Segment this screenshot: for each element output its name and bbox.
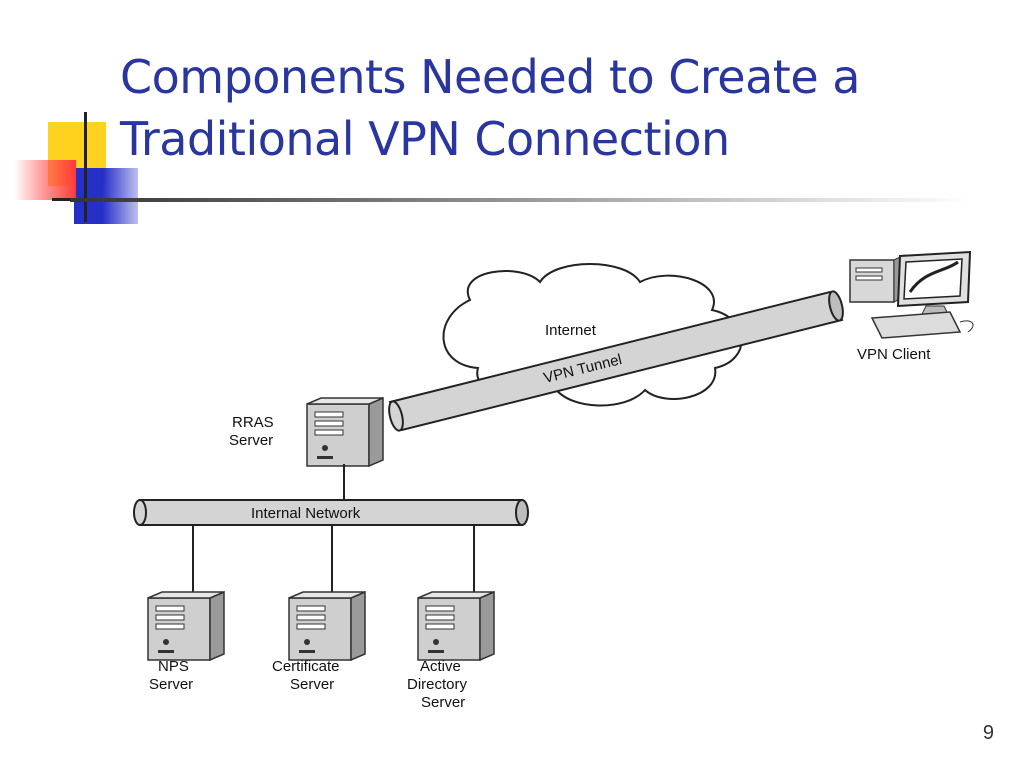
title-line-2: Traditional VPN Connection <box>120 112 730 166</box>
certificate-server-icon <box>288 591 366 661</box>
vpn-client-computer-icon <box>849 250 974 339</box>
title-underline <box>70 198 970 202</box>
rras-server-icon <box>306 397 384 467</box>
title-line-1: Components Needed to Create a <box>120 50 860 104</box>
cert-label-line2: Server <box>290 676 334 693</box>
ad-label-line3: Server <box>421 694 465 711</box>
cert-label-line1: Certificate <box>272 658 340 675</box>
internal-network-pipe <box>133 499 529 526</box>
nps-label-line2: Server <box>149 676 193 693</box>
internet-label: Internet <box>545 322 597 339</box>
active-directory-server-icon <box>417 591 495 661</box>
nps-label-line1: NPS <box>158 658 189 675</box>
slide-title: Components Needed to Create a Traditiona… <box>120 46 1000 170</box>
ad-label-line1: Active <box>420 658 461 675</box>
rras-label-line1: RRAS <box>232 414 274 431</box>
vpn-tunnel-pipe <box>388 290 844 432</box>
rras-label-line2: Server <box>229 432 273 449</box>
ad-label-line2: Directory <box>407 676 468 693</box>
deco-red-block <box>14 160 76 200</box>
nps-server-icon <box>147 591 225 661</box>
deco-vertical-line <box>84 112 87 222</box>
internal-network-label: Internal Network <box>251 505 361 522</box>
vpn-client-label: VPN Client <box>857 346 931 363</box>
page-number: 9 <box>982 722 994 744</box>
